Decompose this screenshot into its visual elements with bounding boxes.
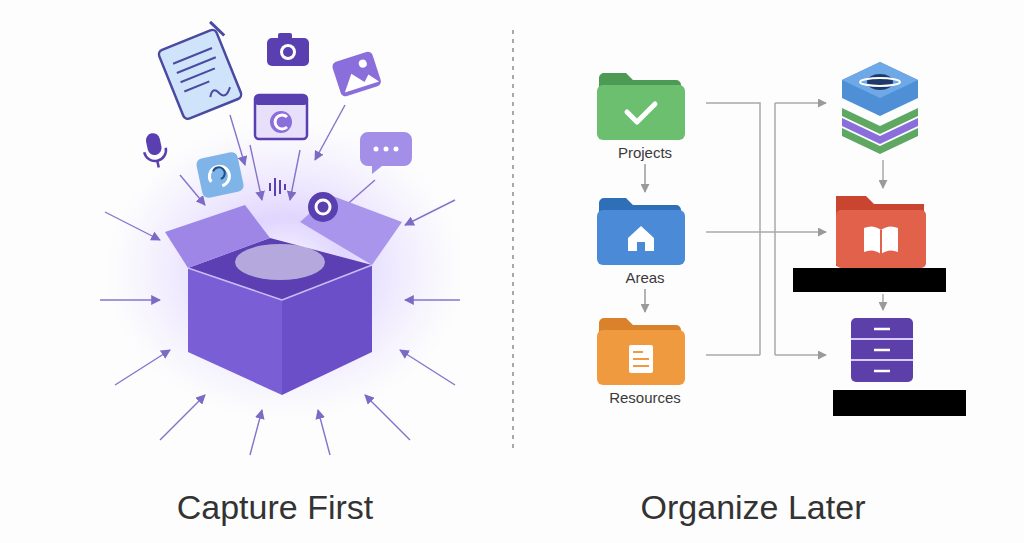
- image-icon: [331, 50, 382, 97]
- divider: [512, 30, 514, 452]
- flow-arrow: [644, 289, 646, 312]
- folder-node: Projects: [595, 70, 695, 161]
- sync-icon: [195, 151, 244, 199]
- section-caption: Capture First: [177, 488, 374, 527]
- microphone-icon: [141, 131, 170, 170]
- incoming-arrows: [100, 105, 460, 455]
- link-icon: [308, 192, 338, 222]
- folder-label: Resources: [595, 389, 695, 406]
- folder-node: Resources: [595, 315, 695, 406]
- camera-icon: [267, 33, 309, 66]
- folder-icon: [595, 70, 687, 142]
- flow-arrow: [644, 164, 646, 192]
- folder-icon: [595, 315, 687, 387]
- bus-lines: [706, 103, 775, 355]
- cabinet-icon: [851, 318, 913, 382]
- capture-box: [165, 195, 402, 395]
- section-caption: Organize Later: [641, 488, 866, 527]
- folder-node: Areas: [595, 195, 695, 286]
- browser-icon: [255, 95, 307, 139]
- redaction-bar: [833, 390, 966, 416]
- audio-wave: [270, 178, 285, 196]
- stack-icon: [842, 62, 918, 154]
- archive-folder: [836, 196, 926, 268]
- chat-icon: [360, 132, 412, 174]
- folder-label: Areas: [595, 269, 695, 286]
- folder-label: Projects: [595, 144, 695, 161]
- folder-icon: [595, 195, 687, 267]
- redaction-bar: [793, 268, 946, 292]
- document-icon: [154, 19, 248, 121]
